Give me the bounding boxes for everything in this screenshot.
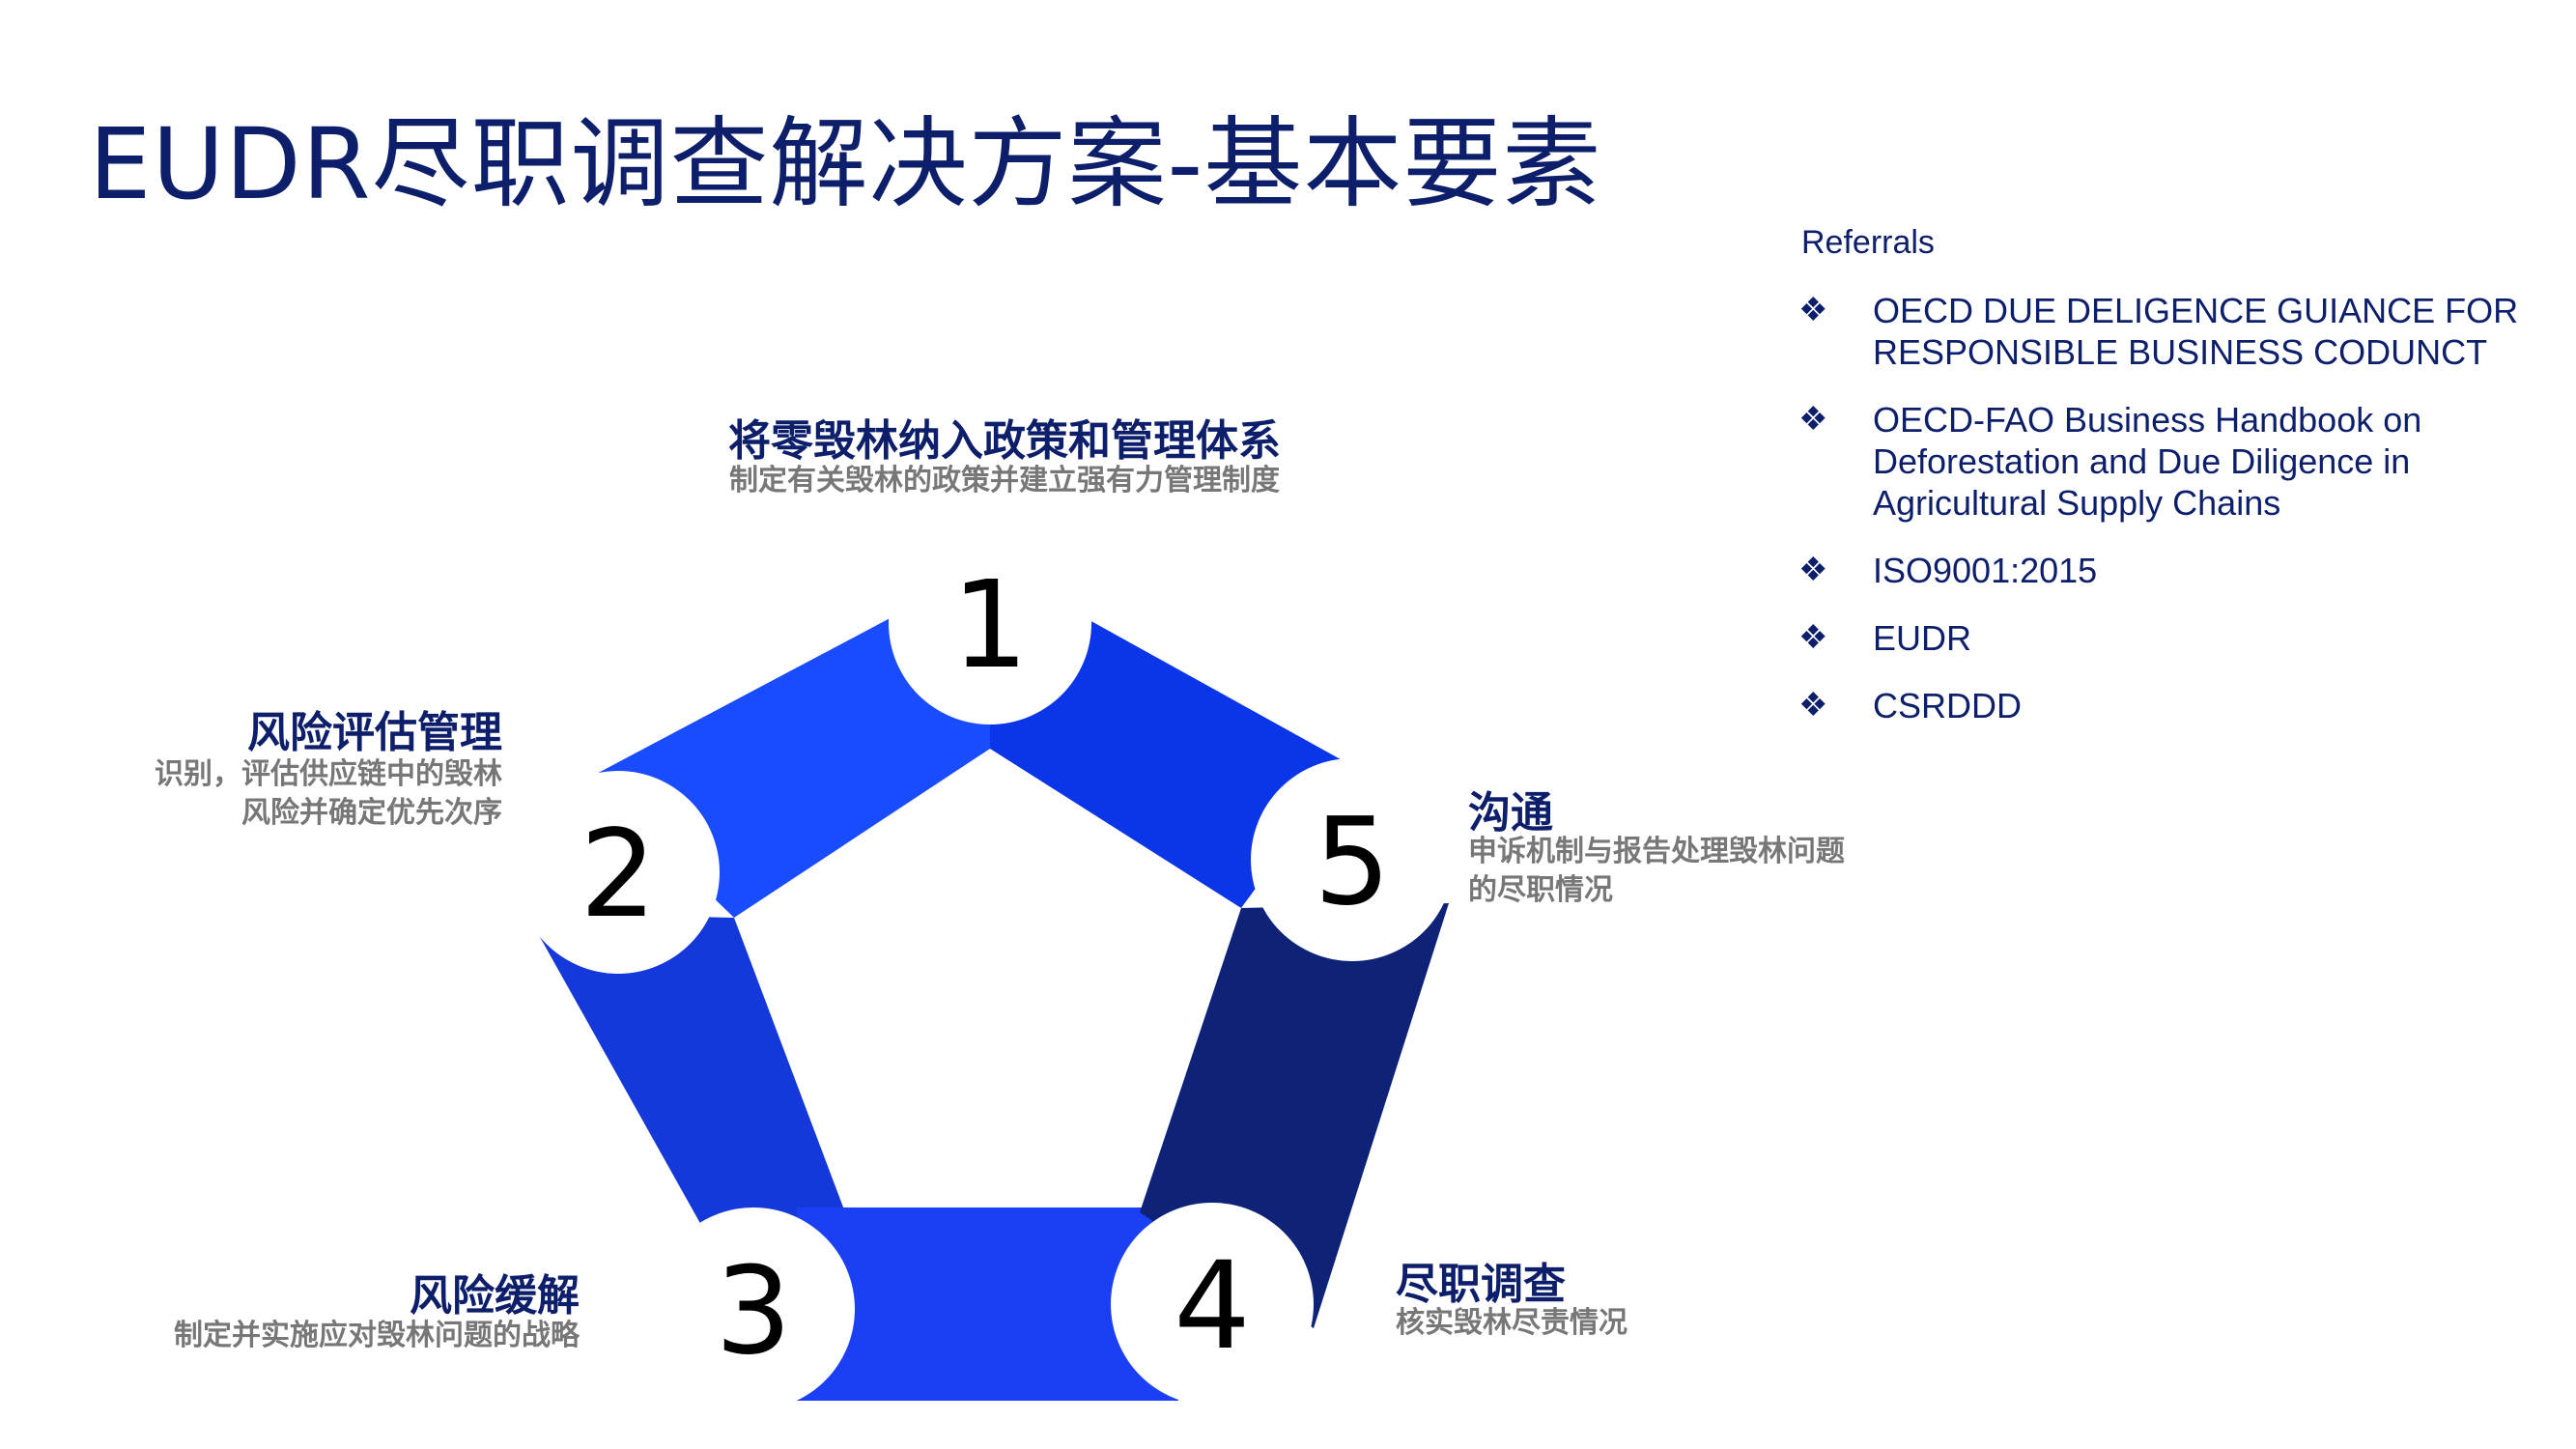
referral-item: ❖ EUDR bbox=[1798, 617, 2533, 659]
node-1: 1 bbox=[889, 522, 1091, 724]
referral-line: Deforestation and Due Diligence in bbox=[1873, 441, 2411, 481]
referral-text: ISO9001:2015 bbox=[1873, 550, 2533, 591]
step-5-desc-line-2: 的尽职情况 bbox=[1468, 873, 1613, 907]
segment-3-to-4 bbox=[797, 1208, 1178, 1401]
referral-item: ❖ ISO9001:2015 bbox=[1798, 550, 2533, 591]
node-1-number: 1 bbox=[951, 555, 1029, 696]
diamond-cluster-icon: ❖ bbox=[1798, 619, 1828, 656]
diamond-cluster-icon: ❖ bbox=[1798, 401, 1828, 438]
node-5-number: 5 bbox=[1314, 792, 1391, 932]
node-3-number: 3 bbox=[715, 1241, 792, 1381]
step-2-title: 风险评估管理 bbox=[247, 708, 502, 757]
node-5: 5 bbox=[1251, 758, 1454, 961]
page-title: EUDR尽职调查解决方案-基本要素 bbox=[89, 107, 1602, 222]
referral-item: ❖ CSRDDD bbox=[1798, 685, 2533, 726]
node-2-number: 2 bbox=[580, 805, 657, 945]
step-5-desc-line-1: 申诉机制与报告处理毁林问题 bbox=[1468, 835, 1845, 868]
node-3: 3 bbox=[652, 1208, 855, 1410]
step-2-desc-line-1: 识别，评估供应链中的毁林 bbox=[155, 757, 502, 791]
step-1-title: 将零毁林纳入政策和管理体系 bbox=[728, 416, 1281, 466]
referral-line: ISO9001:2015 bbox=[1873, 551, 2098, 590]
referral-line: OECD-FAO Business Handbook on bbox=[1873, 400, 2422, 440]
node-4: 4 bbox=[1111, 1203, 1314, 1406]
referral-text: EUDR bbox=[1873, 617, 2533, 659]
referral-line: RESPONSIBLE BUSINESS CODUNCT bbox=[1873, 332, 2488, 372]
referral-text: CSRDDD bbox=[1873, 685, 2533, 726]
segment-2-to-3 bbox=[526, 913, 845, 1275]
diamond-cluster-icon: ❖ bbox=[1798, 687, 1828, 724]
step-4-desc: 核实毁林尽责情况 bbox=[1396, 1306, 1628, 1340]
referral-line: OECD DUE DELIGENCE GUIANCE FOR bbox=[1873, 291, 2519, 330]
diamond-cluster-icon: ❖ bbox=[1798, 292, 1828, 328]
step-3-desc: 制定并实施应对毁林问题的战略 bbox=[174, 1319, 580, 1352]
step-4-title: 尽职调查 bbox=[1396, 1260, 1566, 1309]
step-5-title: 沟通 bbox=[1468, 788, 1553, 838]
step-1-desc: 制定有关毁林的政策并建立强有力管理制度 bbox=[729, 464, 1280, 497]
node-2: 2 bbox=[517, 771, 720, 974]
diamond-cluster-icon: ❖ bbox=[1798, 552, 1828, 588]
step-2-desc-line-2: 风险并确定优先次序 bbox=[241, 796, 502, 830]
referral-line: Agricultural Supply Chains bbox=[1873, 483, 2281, 523]
referral-line: EUDR bbox=[1873, 618, 1972, 658]
step-3-title: 风险缓解 bbox=[410, 1271, 580, 1321]
referrals-heading: Referrals bbox=[1801, 224, 1935, 261]
referral-line: CSRDDD bbox=[1873, 686, 2023, 725]
node-4-number: 4 bbox=[1174, 1236, 1251, 1377]
